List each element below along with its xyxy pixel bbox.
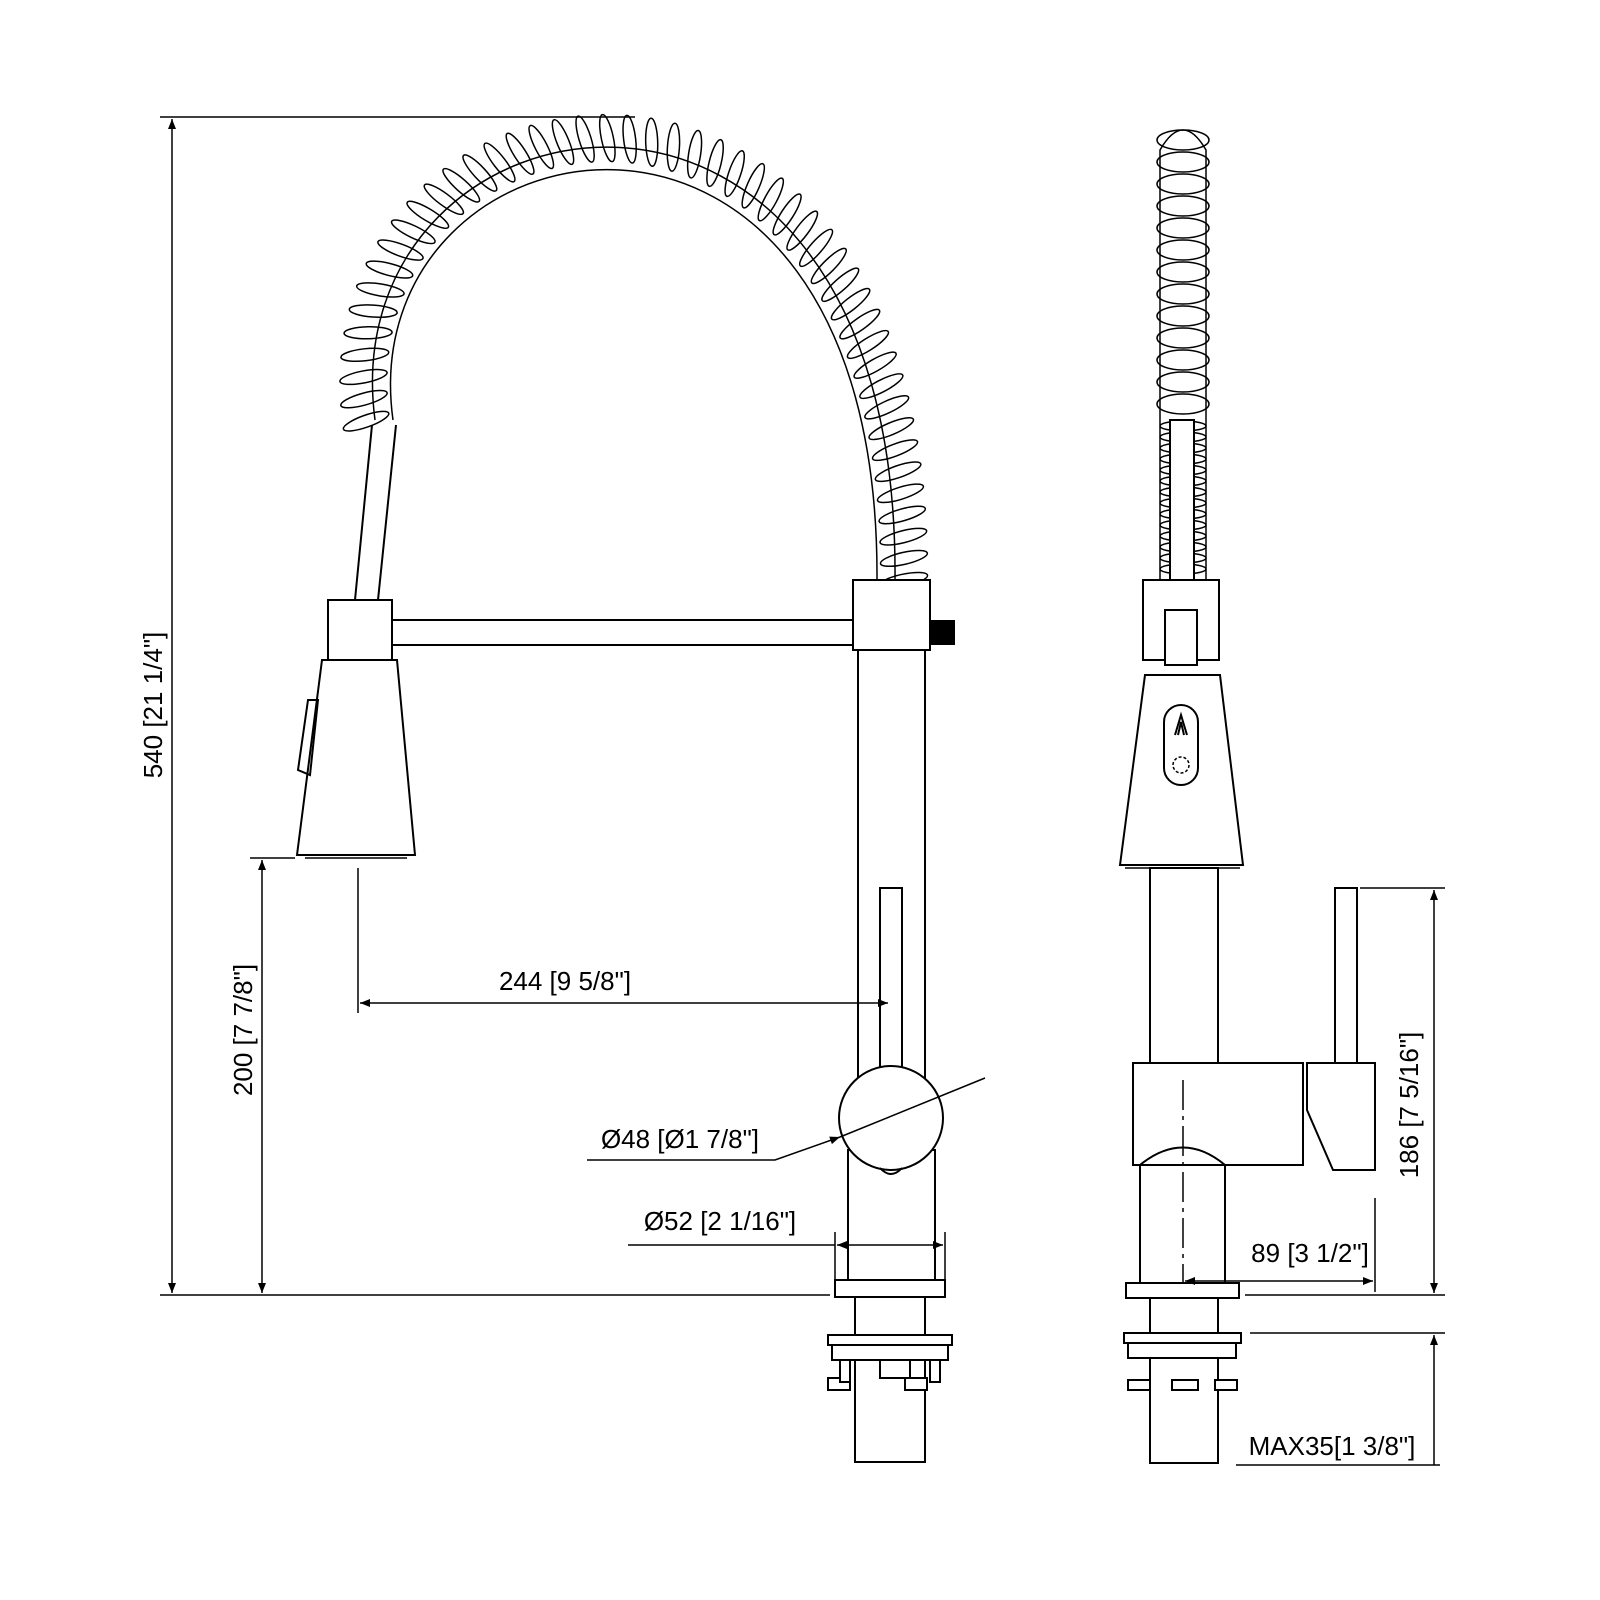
spring-coil-loop (686, 129, 703, 179)
front-view: 540 [21 1/4"] 200 [7 7/8"] 244 [9 5/8"] … (138, 113, 986, 1463)
spring-coil-loop (772, 193, 802, 236)
holder-clip (1164, 609, 1198, 666)
spring-coil-loop (830, 287, 871, 321)
spring-coil-loop (876, 483, 925, 504)
dim-spout-reach: 244 [9 5/8"] (499, 966, 631, 996)
spring-coil-loop (868, 417, 915, 441)
spring-coil-loop (1156, 349, 1210, 371)
spring-coil-loop (406, 200, 450, 229)
handle-lever (879, 887, 903, 1079)
spring-coil-loop (1156, 305, 1210, 327)
dim-spout-height: 200 [7 7/8"] (228, 964, 258, 1096)
spring-coil-loop (757, 177, 785, 222)
spring-coil-loop (551, 118, 575, 166)
spring-coil-loop (483, 142, 516, 183)
handle-lever-side (1334, 887, 1358, 1064)
spring-coil-loop (853, 351, 897, 379)
spring-coil-loop (505, 132, 535, 176)
sphere-screw (879, 1167, 903, 1175)
spring-coil-loop (839, 308, 881, 340)
spring-coil-loop (1156, 151, 1210, 173)
handle-sphere (838, 1065, 944, 1171)
spring-coil-loop (575, 115, 595, 163)
spring-coil-loop (423, 183, 465, 216)
dim-handle-reach: 89 [3 1/2"] (1251, 1238, 1369, 1268)
spring-coil-loop (340, 347, 390, 363)
mounting-washer (827, 1334, 953, 1346)
spring-coil-loop (874, 461, 922, 483)
spring-coil-loop (1156, 129, 1210, 151)
spray-head (295, 659, 417, 856)
spring-coil-loop (879, 527, 928, 546)
spring-coil-loop (846, 329, 890, 360)
spring-coil-loop (644, 117, 659, 167)
dim-max-deck-thickness: MAX35[1 3/8"] (1249, 1431, 1416, 1461)
spring-coil-loop (1156, 195, 1210, 217)
spring-coil-loop (365, 260, 414, 279)
spring-coil-loop (878, 505, 927, 525)
column-side (1149, 867, 1219, 1064)
mounting-nuts-side (1127, 1379, 1238, 1391)
mounting-nuts (827, 1359, 941, 1391)
spring-coil-loop (786, 210, 819, 251)
spring-coil-loop (859, 373, 904, 400)
spring-coil-loop (821, 267, 860, 303)
spray-mode-icon (1174, 711, 1188, 736)
spring-coil-loop (598, 113, 616, 163)
spring-coil-loop (340, 389, 388, 409)
handle-body-side (1306, 1062, 1376, 1171)
spring-coil-loop (1156, 371, 1210, 393)
mounting-bracket (831, 1344, 949, 1361)
spring-coil-loop (622, 114, 637, 164)
spring-coil-loop (666, 122, 681, 172)
spring-coil-loop (1156, 393, 1210, 415)
spring-coil-loop (462, 154, 498, 192)
spring-coil-loop (1156, 173, 1210, 195)
spring-coil-loop (1156, 327, 1210, 349)
spring-coil-loop (528, 124, 555, 170)
spring-coil-loop (348, 304, 398, 319)
dim-handle-height: 186 [7 5/16"] (1394, 1032, 1424, 1179)
spring-coil-loop (343, 325, 393, 340)
leader-handle-diameter (587, 1136, 841, 1161)
base-plate (834, 1279, 946, 1298)
stream-mode-icon (1172, 756, 1190, 774)
horizontal-arm (391, 619, 856, 646)
spring-coil-loop (798, 228, 834, 268)
spring-coil-loop (442, 167, 481, 203)
side-view: 186 [7 5/16"] 89 [3 1/2"] MAX35[1 3/8"] (1118, 129, 1445, 1466)
dim-total-height: 540 [21 1/4"] (138, 632, 168, 779)
dim-base-diameter: Ø52 [2 1/16"] (644, 1206, 796, 1236)
spring-coil-loop (706, 138, 724, 188)
spring-coil-loop (377, 239, 424, 261)
spring-coil-loop (342, 410, 390, 432)
spring-coil-loop (339, 368, 388, 386)
spring-coil-loop (1156, 261, 1210, 283)
spring-coil-loop (1156, 283, 1210, 305)
holder-knob (930, 620, 955, 645)
spring-coil-loop (1156, 217, 1210, 239)
body-side (1132, 1062, 1304, 1166)
spring-coil-loop (724, 150, 746, 198)
spring-coil-loop (871, 439, 919, 462)
spring-coil-loop (864, 395, 910, 420)
pull-down-hose (354, 424, 397, 601)
spring-coil-loop (741, 162, 766, 209)
spring-coil-loop (879, 549, 929, 568)
spring-coil-loop (810, 247, 847, 285)
dim-line-handle-diameter (839, 1077, 986, 1138)
spring-coil-loop (355, 282, 405, 298)
spray-button (296, 699, 320, 777)
spring-coil-loop (1156, 239, 1210, 261)
spring-coil (339, 113, 929, 589)
arm-holder (852, 579, 931, 651)
spring-coil-loop (390, 219, 436, 245)
spray-head-collar (327, 599, 393, 661)
base-plate-side (1125, 1282, 1240, 1299)
washer-side (1123, 1332, 1242, 1344)
dim-handle-diameter: Ø48 [Ø1 7/8"] (601, 1124, 759, 1154)
bracket-side (1127, 1342, 1237, 1359)
